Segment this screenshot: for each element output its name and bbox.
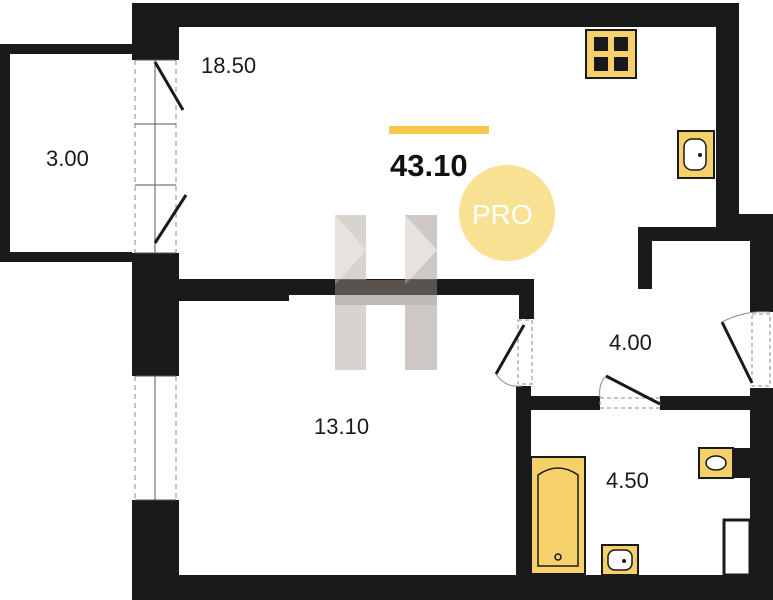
stove-icon [585, 29, 637, 79]
room-area-balcony: 3.00 [46, 146, 89, 171]
bathroom-niche [722, 518, 752, 577]
pro-badge: PRO [459, 165, 555, 261]
door-entrance [720, 311, 773, 388]
balcony-outline [0, 44, 133, 262]
toilet-icon [698, 447, 750, 479]
room-area-living: 18.50 [201, 53, 256, 78]
outer-walls [132, 3, 773, 600]
kitchen-sink-icon [677, 130, 715, 179]
inner-walls [179, 227, 755, 575]
total-area: 43.10 [390, 148, 468, 183]
pro-badge-label: PRO [472, 199, 533, 230]
door-bathroom [599, 374, 661, 410]
washbasin-icon [601, 544, 639, 576]
room-area-hall: 4.00 [609, 330, 652, 355]
window-bedroom [132, 375, 179, 501]
window-balcony [132, 59, 188, 254]
accent-bar [389, 126, 489, 134]
door-bedroom [494, 319, 536, 387]
logo-watermark [335, 215, 437, 370]
room-area-bedroom: 13.10 [314, 414, 369, 439]
room-area-bathroom: 4.50 [606, 468, 649, 493]
bathtub-icon [530, 456, 586, 575]
